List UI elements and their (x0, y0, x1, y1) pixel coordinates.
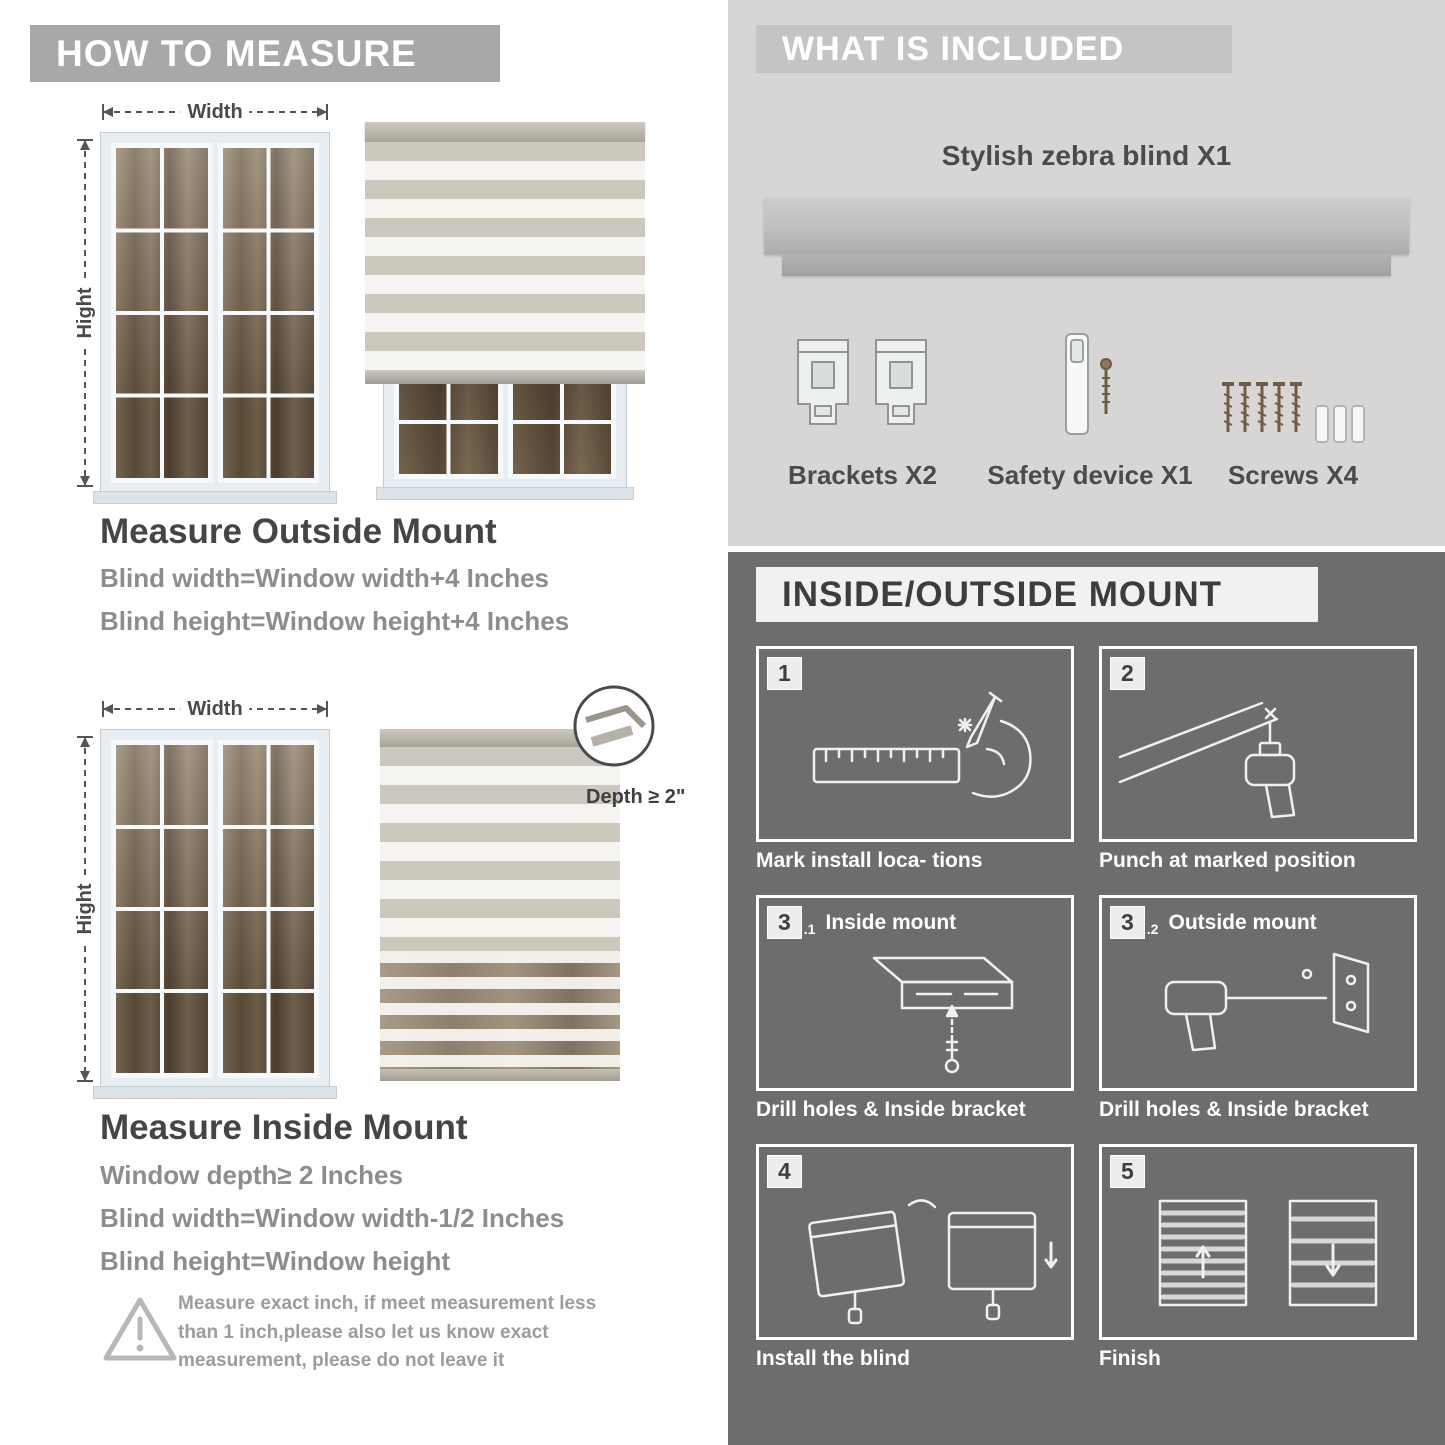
blind-cassette (380, 729, 620, 747)
step-panel: 5 (1099, 1144, 1417, 1340)
window-illustration-inside (93, 729, 337, 1099)
step-panel: 4 (756, 1144, 1074, 1340)
bracket-icon (797, 339, 927, 425)
step-sub-number: .1 (803, 921, 816, 937)
window-sash (111, 143, 213, 483)
item-label-safety-device: Safety device X1 (987, 460, 1193, 490)
width-label: Width (180, 101, 250, 123)
window-illustration-outside (93, 132, 337, 504)
install-blind-illustration (808, 1199, 1058, 1325)
width-label: Width (180, 698, 250, 720)
step-number-badge: 2 (1110, 657, 1145, 690)
step-number-badge: 3 (767, 906, 802, 939)
mount-steps-grid: 1 Mark install lo (756, 646, 1417, 1371)
blind-sheer-open (380, 951, 620, 1069)
window-sash (217, 740, 319, 1078)
mark-location-illustration (812, 691, 1032, 798)
inside-mount-formula-width: Blind width=Window width-1/2 Inches (100, 1203, 565, 1233)
blind-cassette (365, 122, 645, 142)
blind-bottom-rail (380, 1069, 620, 1081)
mount-step-3-1: 3 .1 Inside mount Drill holes & Inside b… (756, 895, 1074, 1122)
step-title: Inside mount (825, 911, 957, 934)
step-title: Outside mount (1168, 911, 1317, 934)
measure-warning-text: Measure exact inch, if meet measurement … (178, 1293, 597, 1371)
zebra-blind-outside-illustration (365, 122, 645, 384)
depth-zoom-icon (573, 685, 655, 767)
step-number: 3 (1121, 909, 1134, 935)
warning-triangle-icon (103, 1297, 177, 1361)
step-number: 2 (1121, 660, 1134, 686)
window-sash (111, 740, 213, 1078)
step-panel: 3 .1 Inside mount (756, 895, 1074, 1091)
step-caption: Finish (1099, 1347, 1161, 1370)
drill-illustration (1118, 701, 1296, 819)
blind-headrail-illustration (764, 197, 1409, 254)
step-number-badge: 3 (1110, 906, 1145, 939)
what-is-included-section: WHAT IS INCLUDED Stylish zebra blind X1 (728, 0, 1445, 546)
height-arrow-icon (77, 139, 93, 487)
mount-step-5: 5 Finish (1099, 1144, 1417, 1371)
height-arrow-icon (77, 736, 93, 1082)
zebra-blind-inside-illustration (380, 729, 620, 1081)
step-panel: 2 (1099, 646, 1417, 842)
item-label-screws: Screws X4 (1227, 460, 1359, 490)
mount-instructions-section: INSIDE/OUTSIDE MOUNT 1 (728, 552, 1445, 1445)
step-number: 1 (778, 660, 791, 686)
blind-bottom-rail (365, 372, 645, 384)
step-number-badge: 5 (1110, 1155, 1145, 1188)
product-label: Stylish zebra blind X1 (941, 140, 1232, 171)
outside-bracket-illustration (1164, 952, 1370, 1052)
step-sub-number: .2 (1146, 921, 1159, 937)
step-caption: Punch at marked position (1099, 849, 1356, 872)
step-number-badge: 1 (767, 657, 802, 690)
step-number-badge: 4 (767, 1155, 802, 1188)
safety-device-icon (1065, 333, 1112, 435)
step-caption: Mark install loca- tions (756, 849, 983, 872)
outside-mount-formula-width: Blind width=Window width+4 Inches (100, 563, 549, 593)
mount-step-4: 4 (756, 1144, 1074, 1371)
window-bottom-illustration (376, 384, 634, 500)
window-sash (394, 384, 503, 479)
step-number: 4 (778, 1158, 791, 1184)
inside-mount-formula-height: Blind height=Window height (100, 1246, 450, 1276)
inside-bracket-illustration (872, 956, 1014, 1074)
depth-note: Depth ≥ 2" (586, 786, 686, 808)
step-caption: Drill holes & Inside bracket (1099, 1098, 1369, 1121)
blind-headrail-underside (782, 254, 1391, 276)
outside-mount-formula-height: Blind height=Window height+4 Inches (100, 606, 570, 636)
finished-blinds-illustration (1158, 1199, 1378, 1307)
window-sash (217, 143, 319, 483)
height-label: Hight (74, 280, 96, 346)
inside-mount-title: Measure Inside Mount (100, 1108, 468, 1147)
window-sash (507, 384, 616, 479)
screws-icon (1222, 382, 1365, 443)
what-is-included-header: WHAT IS INCLUDED (756, 25, 1232, 73)
step-caption: Install the blind (756, 1347, 911, 1370)
blind-stripes (380, 747, 620, 951)
step-number: 5 (1121, 1158, 1134, 1184)
step-number: 3 (778, 909, 791, 935)
step-caption: Drill holes & Inside bracket (756, 1098, 1026, 1121)
blind-stripes (365, 142, 645, 372)
height-label: Hight (74, 876, 96, 942)
step-panel: 1 (756, 646, 1074, 842)
step-panel: 3 .2 Outside mount (1099, 895, 1417, 1091)
mount-step-2: 2 Punch at marked position (1099, 646, 1417, 873)
mount-header: INSIDE/OUTSIDE MOUNT (756, 567, 1318, 622)
how-to-measure-header: HOW TO MEASURE (30, 25, 500, 82)
mount-step-1: 1 Mark install lo (756, 646, 1074, 873)
inside-mount-depth-rule: Window depth≥ 2 Inches (100, 1160, 403, 1190)
item-label-brackets: Brackets X2 (788, 460, 937, 490)
outside-mount-title: Measure Outside Mount (100, 512, 497, 551)
mount-step-3-2: 3 .2 Outside mount Drill holes & Inside … (1099, 895, 1417, 1122)
